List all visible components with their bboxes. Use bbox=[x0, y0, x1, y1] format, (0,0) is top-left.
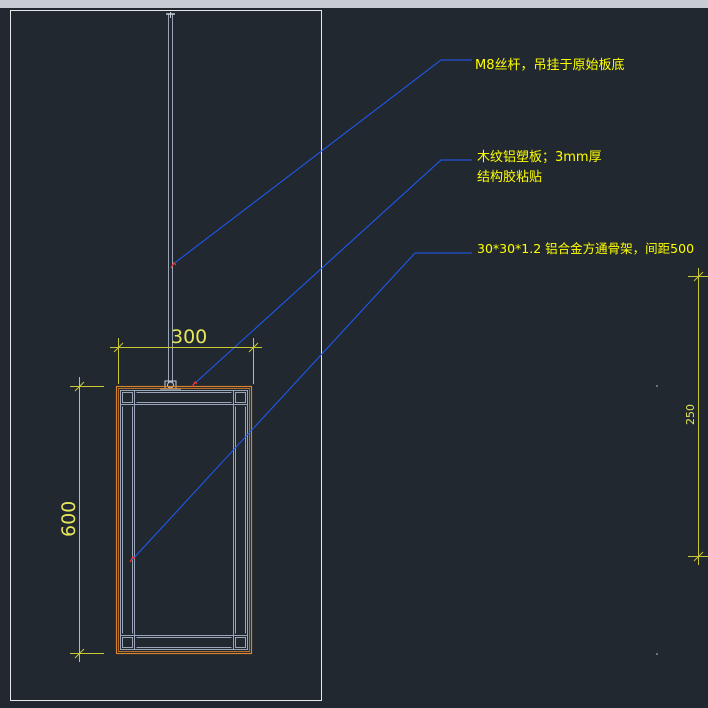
leader-frame bbox=[129, 252, 472, 563]
dimension-spacing bbox=[688, 268, 708, 565]
hanger-clip bbox=[160, 380, 181, 390]
dimension-height-value: 600 bbox=[58, 501, 80, 537]
drawing-frame-border bbox=[10, 10, 322, 701]
dimension-width-value: 300 bbox=[171, 326, 207, 348]
dimension-height bbox=[70, 377, 104, 662]
label-panel-line2: 结构胶粘贴 bbox=[477, 169, 542, 185]
suspension-rod bbox=[166, 12, 175, 383]
top-toolbar-strip bbox=[0, 0, 708, 8]
label-panel-line1: 木纹铝塑板；3mm厚 bbox=[477, 150, 602, 165]
label-frame: 30*30*1.2 铝合金方通骨架，间距500 bbox=[477, 241, 694, 256]
panel-outline bbox=[115, 385, 253, 655]
grip-dot bbox=[656, 653, 658, 655]
dimension-width bbox=[110, 338, 262, 384]
dimension-spacing-value: 250 bbox=[684, 404, 697, 425]
leader-panel bbox=[191, 159, 472, 388]
grip-dot bbox=[656, 385, 658, 387]
aluminum-tube-frame bbox=[120, 390, 248, 650]
label-rod: M8丝杆，吊挂于原始板底 bbox=[475, 57, 625, 73]
leader-rod bbox=[170, 59, 472, 269]
